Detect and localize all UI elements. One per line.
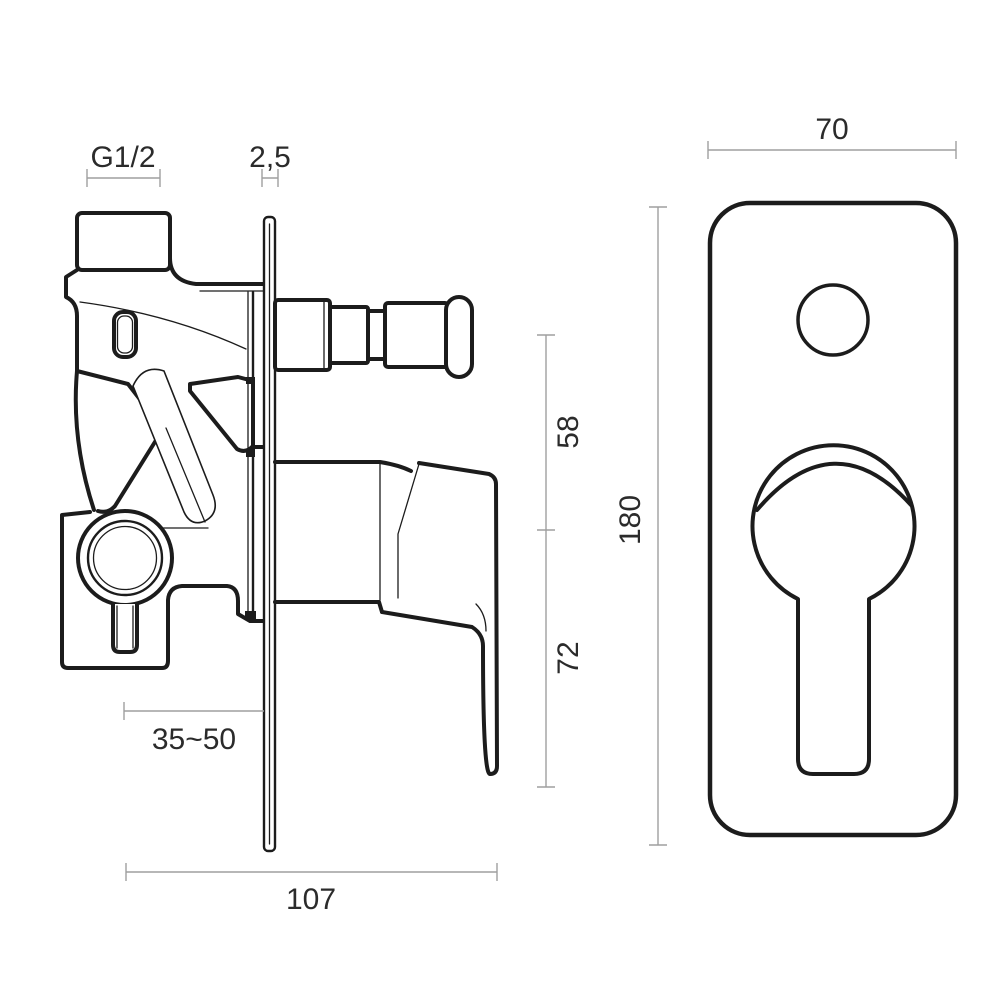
dim-label-lower-span: 72 — [552, 641, 585, 674]
diverter-knob-cap — [444, 295, 474, 379]
dim-line-plate-thickness — [261, 169, 279, 187]
dim-label-faceplate-width: 70 — [815, 113, 848, 146]
dimensions: G1/2 2,5 70 58 72 180 35~50 107 — [86, 113, 957, 916]
dim-label-upper-span: 58 — [552, 415, 585, 448]
body-contour-line — [79, 301, 247, 350]
bottom-body-block — [60, 510, 266, 670]
outlet-boss-ring — [86, 519, 164, 597]
dim-label-plate-thickness: 2,5 — [249, 141, 291, 174]
handle-front-rim-arc — [755, 461, 913, 512]
diverter-knob-base — [273, 298, 332, 372]
side-view — [60, 211, 499, 853]
outlet-screw-stem — [111, 602, 139, 654]
front-view — [707, 200, 959, 838]
body-web-edge — [73, 369, 96, 512]
dim-line-overall-depth — [125, 863, 498, 881]
handle-fillet-line — [475, 603, 487, 632]
sleeve-cap-mid — [246, 449, 255, 457]
diverter-knob-head — [383, 301, 450, 369]
dim-label-wall-depth: 35~50 — [152, 723, 236, 756]
body-left-edge — [64, 268, 79, 373]
upper-connector — [168, 256, 266, 286]
handle-front — [750, 443, 917, 776]
brace-detail-line-1 — [165, 427, 206, 523]
outlet-boss-outer — [76, 509, 174, 607]
bracket-foot — [188, 375, 255, 453]
sleeve-cap-top — [246, 377, 255, 384]
outlet-boss-inner-ring — [92, 525, 158, 591]
dim-line-thread — [86, 169, 161, 187]
dim-line-lower-span — [537, 530, 555, 788]
mounting-slot-inner — [116, 315, 134, 354]
diverter-knob-step — [328, 305, 370, 365]
mounting-slot-outer — [112, 310, 138, 359]
sleeve-cap-bottom — [245, 611, 256, 620]
dim-line-faceplate-height — [649, 206, 667, 846]
escutcheon-bottom — [273, 600, 384, 614]
dim-label-overall-depth: 107 — [286, 883, 336, 916]
escutcheon-top — [273, 460, 413, 473]
dim-label-thread: G1/2 — [90, 141, 155, 174]
dim-line-faceplate-width — [707, 141, 957, 159]
diverter-knob-neck — [366, 309, 387, 361]
handle-lever-side — [380, 461, 499, 776]
dim-line-wall-depth — [123, 702, 264, 720]
supply-inlet-block — [75, 211, 172, 272]
dim-label-faceplate-height: 180 — [614, 495, 647, 545]
diverter-button-front — [796, 283, 870, 357]
handle-front-edge-line — [397, 463, 420, 599]
